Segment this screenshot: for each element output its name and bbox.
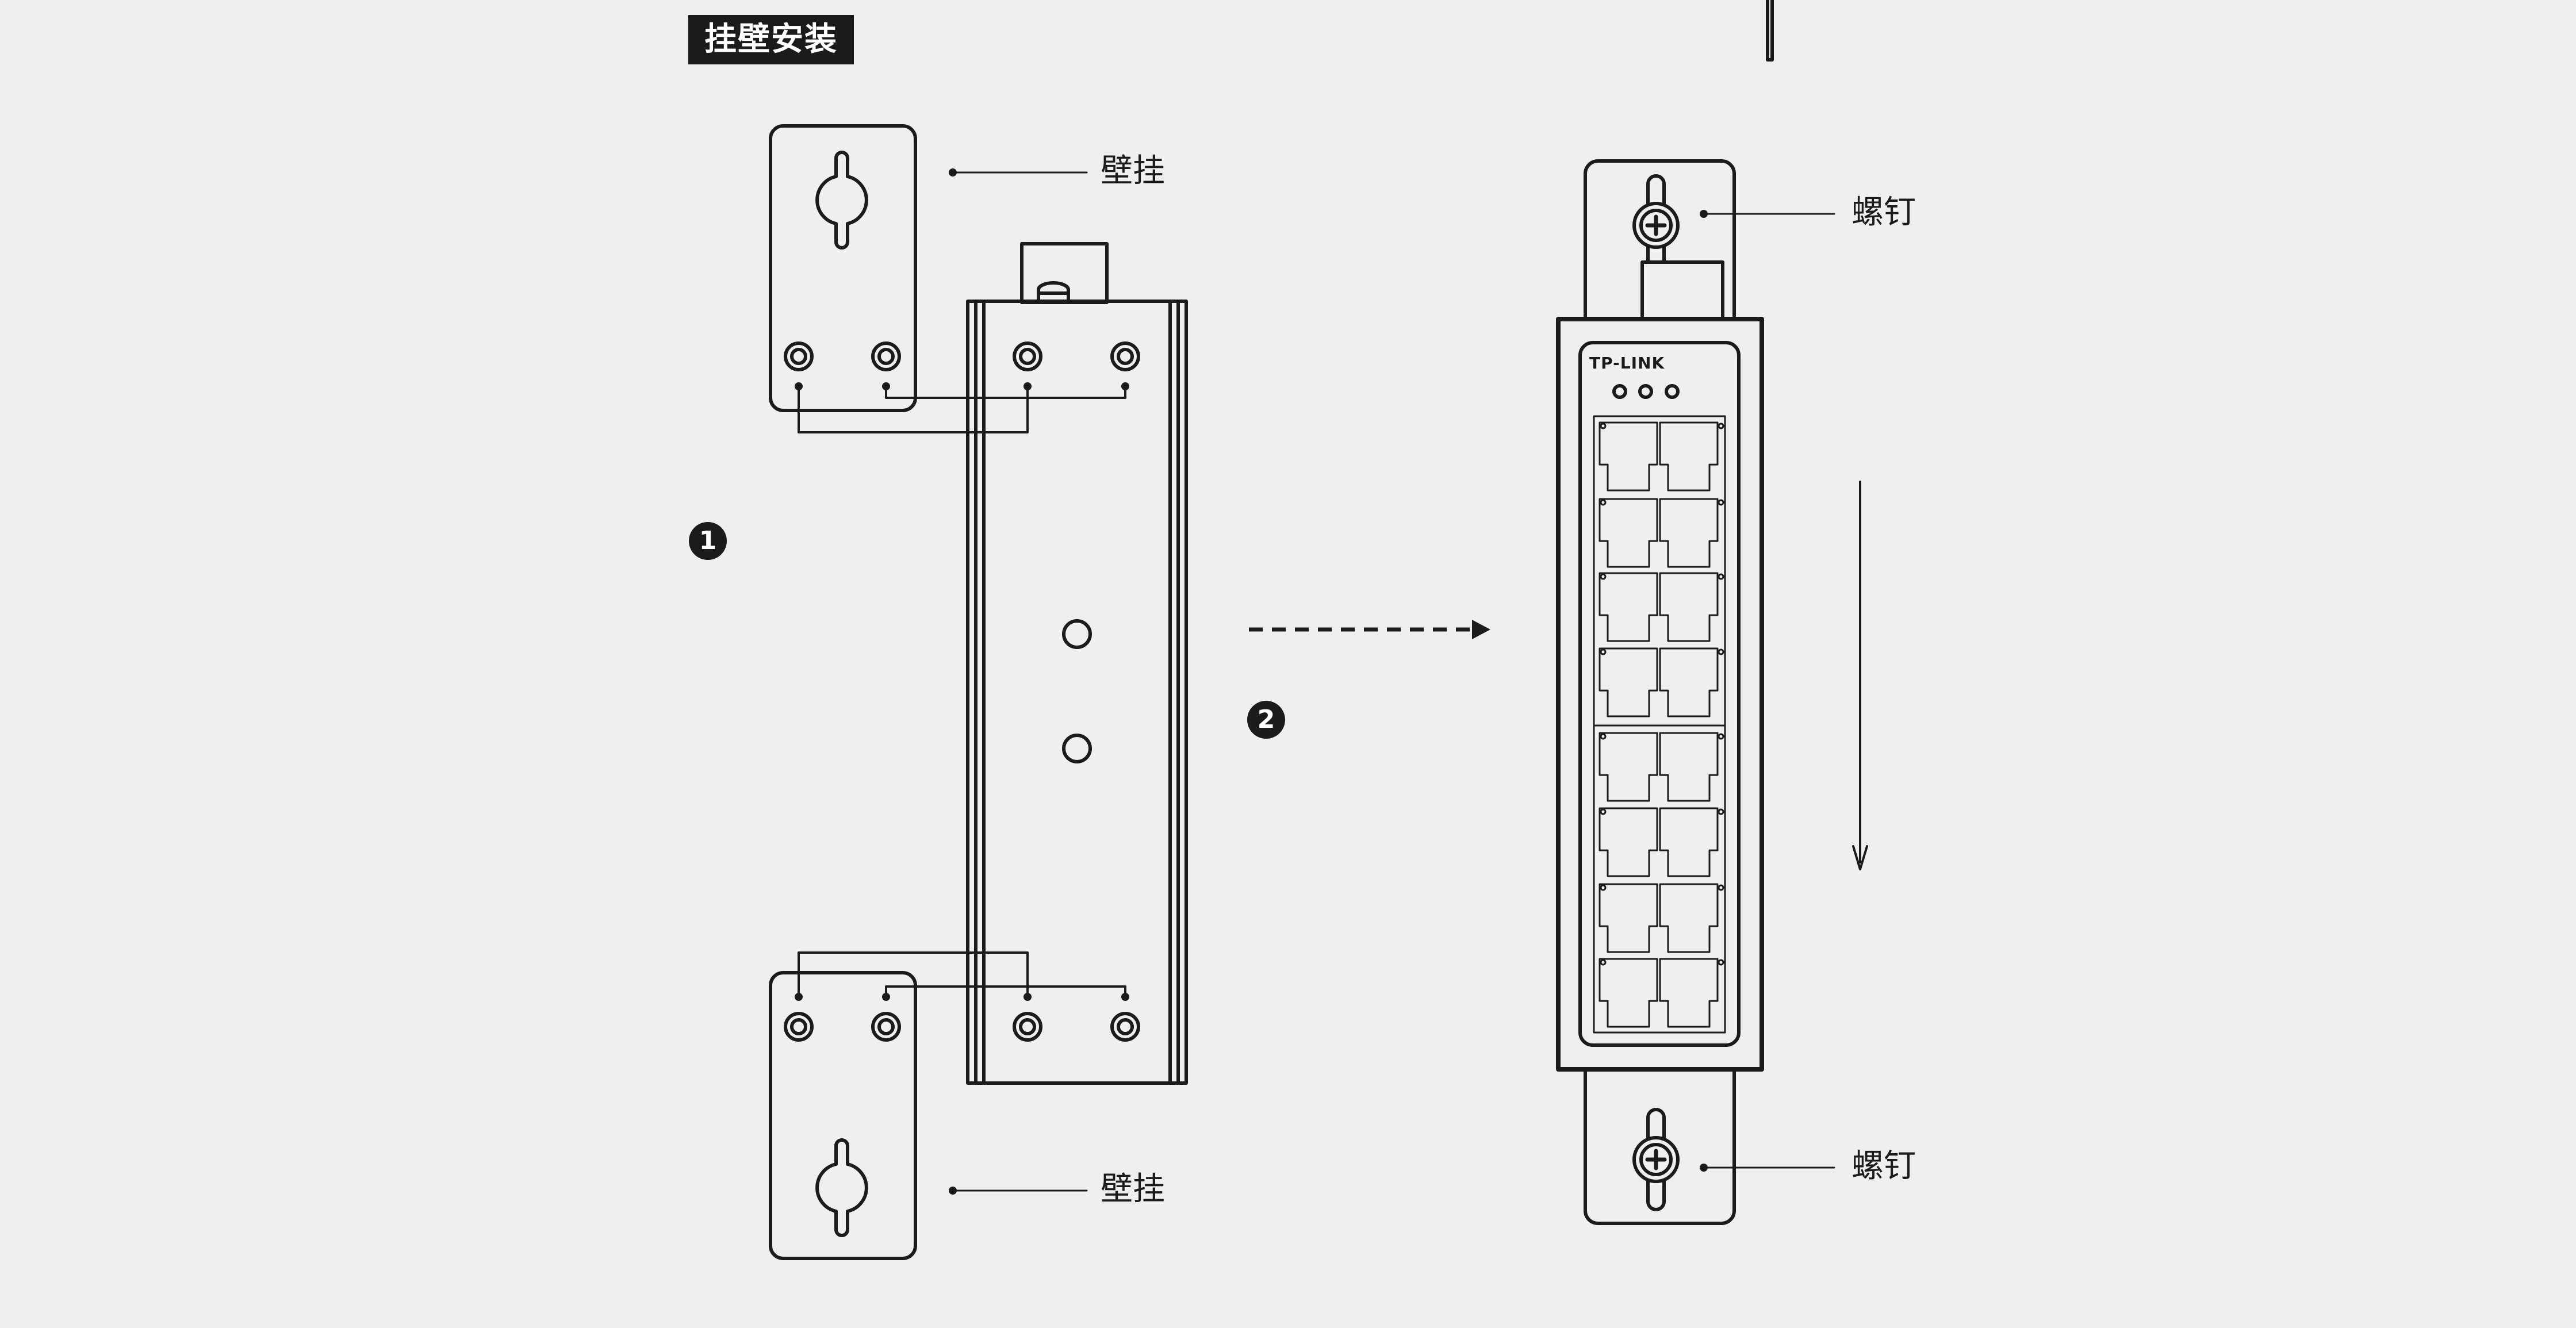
wall-mount-bracket-bottom xyxy=(769,971,917,1260)
rj45-port-icon xyxy=(1598,647,1658,717)
port-led-dot xyxy=(1718,423,1724,429)
port-led-dot xyxy=(1718,499,1724,506)
section-title: 挂壁安装 xyxy=(688,15,854,64)
wall-mount-bracket-top xyxy=(769,124,917,412)
rj45-port-icon xyxy=(1659,958,1719,1028)
port-led-dot xyxy=(1600,573,1607,580)
rj45-port-icon xyxy=(1659,421,1719,492)
rj45-port-icon xyxy=(1598,807,1658,877)
switch-rear-view xyxy=(966,242,1188,1085)
screw-label-top: 螺钉 xyxy=(1851,194,1916,231)
port-led-dot xyxy=(1600,884,1607,891)
step-1-marker: 1 xyxy=(689,522,727,560)
port-led-dot xyxy=(1600,499,1607,506)
screw-label-bottom: 螺钉 xyxy=(1851,1147,1916,1185)
rj45-port-icon xyxy=(1598,732,1658,802)
rj45-port-icon xyxy=(1659,807,1719,877)
screw-slot-bottom xyxy=(1646,1108,1666,1211)
rj45-port-icon xyxy=(1659,572,1719,642)
wall-mount-label-bottom: 壁挂 xyxy=(1101,1170,1165,1208)
rj45-port-icon xyxy=(1659,647,1719,717)
screw-leaders xyxy=(1700,210,1835,1172)
port-led-dot xyxy=(1718,884,1724,891)
port-led-dot xyxy=(1718,733,1724,740)
port-led-dot xyxy=(1600,648,1607,655)
rj45-port-icon xyxy=(1659,498,1719,568)
alignment-lines xyxy=(795,382,1129,1001)
step-2-marker: 2 xyxy=(1247,701,1285,739)
keyhole-slot-bottom xyxy=(815,1138,868,1237)
wall-mount-leaders xyxy=(949,168,1088,1195)
rj45-port-icon xyxy=(1598,883,1658,953)
brand-logo: TP-LINK xyxy=(1589,354,1665,373)
wall-mount-label-top: 壁挂 xyxy=(1101,152,1165,190)
rj45-port-icon xyxy=(1598,958,1658,1028)
port-led-dot xyxy=(1600,733,1607,740)
rj45-port-icon xyxy=(1598,498,1658,568)
step-arrow xyxy=(1249,620,1490,639)
port-led-dot xyxy=(1600,808,1607,815)
mounted-switch-front xyxy=(1556,159,1764,1225)
rj45-port-icon xyxy=(1659,732,1719,802)
slide-down-arrow xyxy=(1852,481,1868,870)
ethernet-ports xyxy=(1598,421,1724,1028)
port-led-dot xyxy=(1600,959,1607,966)
port-led-dot xyxy=(1600,423,1607,429)
keyhole-slot-top xyxy=(815,151,868,250)
port-led-dot xyxy=(1718,573,1724,580)
port-led-dot xyxy=(1718,959,1724,966)
top-tick-line xyxy=(1766,0,1774,62)
port-led-dot xyxy=(1718,808,1724,815)
rj45-port-icon xyxy=(1598,572,1658,642)
port-led-dot xyxy=(1718,648,1724,655)
rj45-port-icon xyxy=(1598,421,1658,492)
rj45-port-icon xyxy=(1659,883,1719,953)
